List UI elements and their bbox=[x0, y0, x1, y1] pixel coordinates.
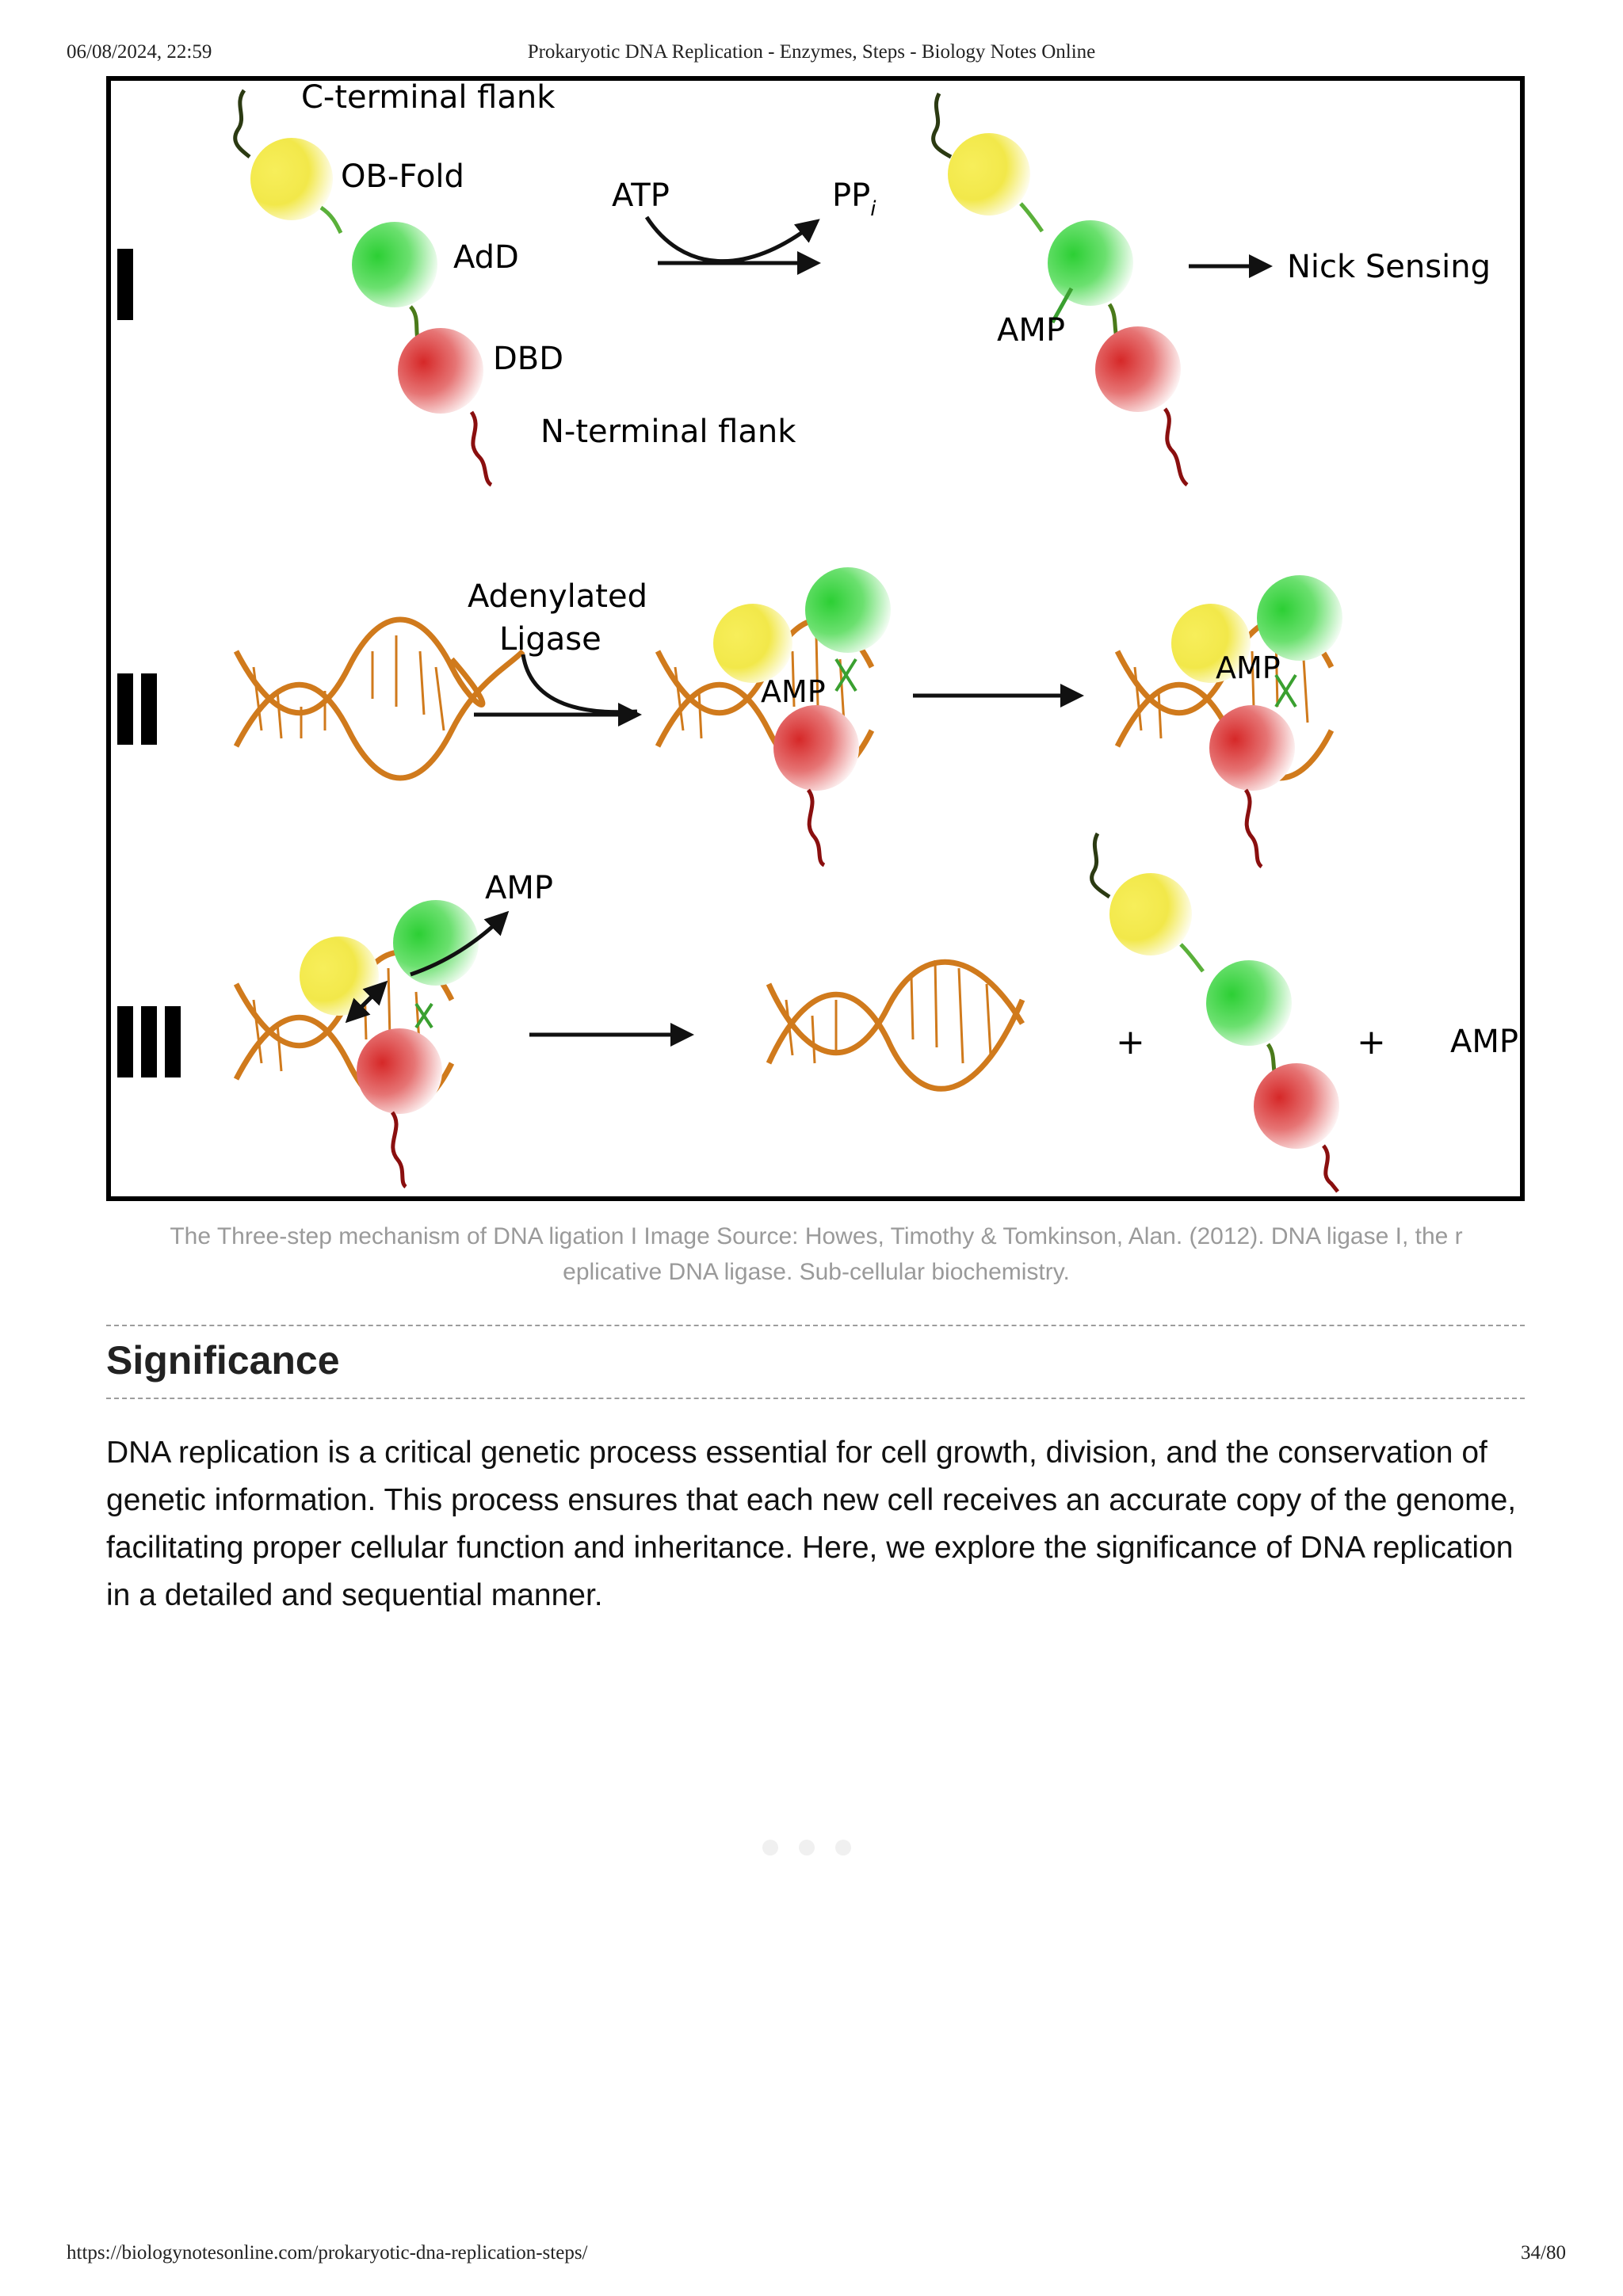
print-url: https://biologynotesonline.com/prokaryot… bbox=[67, 2242, 588, 2264]
adenylated-ligase-step1 bbox=[931, 92, 1189, 486]
amp-label-complex-2: AMP bbox=[1216, 650, 1281, 685]
print-title: Prokaryotic DNA Replication - Enzymes, S… bbox=[527, 41, 1096, 63]
plus-sign-2: + bbox=[1357, 1022, 1386, 1062]
caption-line-2: eplicative DNA ligase. Sub-cellular bioc… bbox=[563, 1259, 1070, 1285]
amp-label-complex-1: AMP bbox=[761, 674, 826, 709]
dbd-domain bbox=[1254, 1063, 1339, 1149]
plus-sign-1: + bbox=[1116, 1022, 1145, 1062]
ob-fold-domain bbox=[300, 936, 379, 1016]
caption-line-1: The Three-step mechanism of DNA ligation… bbox=[170, 1223, 1463, 1249]
amp-free-label: AMP bbox=[1450, 1024, 1518, 1060]
dbd-domain bbox=[398, 328, 483, 414]
step-numeral-3 bbox=[117, 1006, 181, 1077]
amp-label-step1: AMP bbox=[997, 312, 1065, 349]
dbd-domain bbox=[357, 1028, 442, 1114]
add-domain bbox=[393, 900, 479, 986]
ob-fold-domain bbox=[1171, 604, 1251, 683]
dbd-domain bbox=[773, 705, 859, 791]
print-datetime: 06/08/2024, 22:59 bbox=[67, 41, 212, 63]
loading-dot bbox=[762, 1840, 778, 1855]
amp-released-label: AMP bbox=[485, 870, 553, 906]
section-heading: Significance bbox=[106, 1338, 340, 1383]
atp-label: ATP bbox=[612, 177, 670, 214]
c-terminal-label: C-terminal flank bbox=[301, 81, 556, 116]
n-terminal-label: N-terminal flank bbox=[540, 414, 796, 450]
add-domain bbox=[1206, 960, 1292, 1046]
loading-dot bbox=[835, 1840, 851, 1855]
dna-duplex-sealed bbox=[766, 959, 1025, 1092]
free-ligase-step3 bbox=[1090, 832, 1339, 1193]
dna-ligation-figure: C-terminal flank OB-Fold AdD DBD N-termi… bbox=[106, 76, 1525, 1201]
add-domain bbox=[1048, 220, 1133, 306]
ob-fold-domain bbox=[713, 604, 792, 683]
adenylated-label: Adenylated bbox=[468, 578, 647, 615]
adenylated-ligase-arrow bbox=[521, 654, 638, 715]
figure-caption: The Three-step mechanism of DNA ligation… bbox=[119, 1219, 1514, 1290]
add-domain bbox=[805, 567, 891, 653]
dbd-label: DBD bbox=[493, 341, 563, 377]
divider-bottom bbox=[106, 1398, 1525, 1399]
loading-dot bbox=[799, 1840, 815, 1855]
divider-top bbox=[106, 1325, 1525, 1326]
ob-fold-domain bbox=[1109, 873, 1192, 955]
ligase-dna-complex-2 bbox=[1114, 575, 1342, 869]
ppi-release-arrow bbox=[644, 215, 820, 264]
nick-sensing-label: Nick Sensing bbox=[1287, 249, 1491, 285]
dbd-domain bbox=[1209, 705, 1295, 791]
add-label: AdD bbox=[453, 239, 519, 276]
section-paragraph: DNA replication is a critical genetic pr… bbox=[106, 1436, 1517, 1612]
add-domain bbox=[1257, 575, 1342, 661]
ligase-dna-complex-3 bbox=[233, 900, 510, 1188]
dbd-domain bbox=[1095, 326, 1181, 412]
ligase-dna-complex-1 bbox=[655, 567, 891, 868]
ligase-domains-step1 bbox=[233, 89, 493, 487]
step-numeral-1 bbox=[117, 249, 133, 320]
loading-dots bbox=[762, 1840, 872, 1859]
print-page-number: 34/80 bbox=[1521, 2242, 1566, 2264]
ligase-label: Ligase bbox=[499, 621, 601, 658]
ppi-label: PPi bbox=[832, 177, 876, 221]
ob-fold-domain bbox=[250, 138, 333, 220]
add-domain bbox=[352, 222, 437, 307]
ob-fold-label: OB-Fold bbox=[341, 158, 464, 195]
step-numeral-2 bbox=[117, 673, 157, 745]
ob-fold-domain bbox=[948, 133, 1030, 215]
dna-duplex-nicked bbox=[233, 616, 525, 781]
